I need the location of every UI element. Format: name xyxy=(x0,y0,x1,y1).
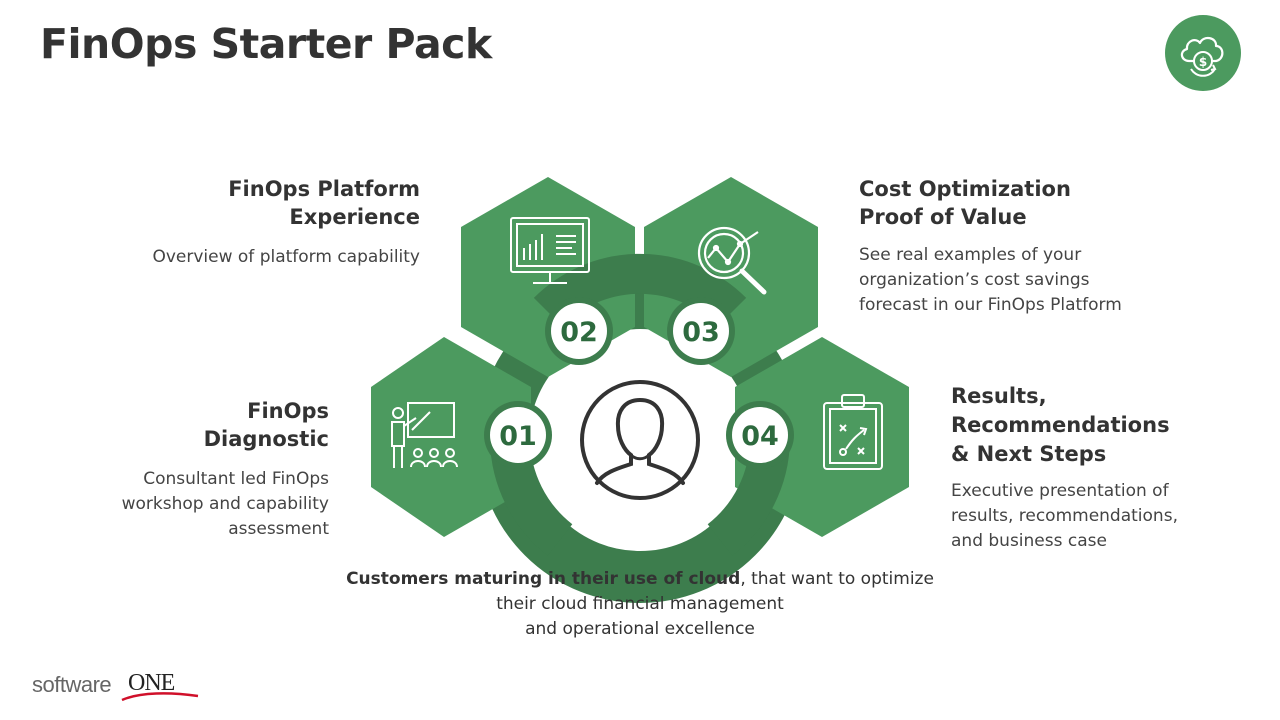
step-number-03: 03 xyxy=(682,317,720,348)
clipboard-strategy-icon xyxy=(823,394,883,470)
audience-caption: Customers maturing in their use of cloud… xyxy=(340,567,940,642)
caption-bold: Customers maturing in their use of cloud xyxy=(346,569,741,589)
logo-suffix: ONE xyxy=(128,670,175,696)
presentation-icon xyxy=(391,402,458,468)
badge-01: 01 xyxy=(484,401,552,469)
step-01-title-line1: FinOps xyxy=(247,399,329,423)
cloud-dollar-icon: $ xyxy=(1165,15,1241,91)
step-number-02: 02 xyxy=(560,317,598,348)
step-number-01: 01 xyxy=(499,421,537,452)
step-02-title-line1: FinOps Platform xyxy=(228,177,420,201)
step-04-desc-line2: results, recommendations, xyxy=(951,506,1178,526)
step-01-desc-line2: workshop and capability xyxy=(121,494,329,514)
badge-03: 03 xyxy=(667,297,735,365)
step-01-desc-line1: Consultant led FinOps xyxy=(143,469,329,489)
step-03-title-line1: Cost Optimization xyxy=(859,177,1071,201)
step-01-desc-line3: assessment xyxy=(228,519,329,539)
page-title: FinOps Starter Pack xyxy=(40,20,492,68)
step-01-title: FinOps Diagnostic xyxy=(130,397,329,453)
step-03-title: Cost Optimization Proof of Value xyxy=(859,175,1159,231)
magnifier-chart-icon xyxy=(697,226,767,295)
step-04-title-line1: Results, xyxy=(951,384,1047,408)
step-number-04: 04 xyxy=(741,421,779,452)
step-03-desc-line1: See real examples of your xyxy=(859,245,1082,265)
logo-prefix: software xyxy=(32,672,112,697)
step-04-desc-line1: Executive presentation of xyxy=(951,481,1169,501)
step-04-desc-line3: and business case xyxy=(951,531,1107,551)
arc-top xyxy=(533,253,747,327)
step-02-description: Overview of platform capability xyxy=(152,247,420,267)
svg-text:$: $ xyxy=(1199,55,1207,69)
softwareone-logo: software ONE xyxy=(32,668,202,708)
badge-04: 04 xyxy=(726,401,794,469)
step-04-title: Results, Recommendations & Next Steps xyxy=(951,382,1251,469)
step-04-title-line3: & Next Steps xyxy=(951,442,1107,466)
person-icon xyxy=(578,378,702,502)
step-04-description: Executive presentation of results, recom… xyxy=(951,479,1251,554)
step-03-description: See real examples of your organization’s… xyxy=(859,243,1189,318)
caption-line2: and operational excellence xyxy=(525,619,755,639)
monitor-chart-icon xyxy=(510,217,590,284)
logo-swoosh xyxy=(121,692,199,702)
step-03-desc-line3: forecast in our FinOps Platform xyxy=(859,295,1122,315)
step-04-title-line2: Recommendations xyxy=(951,413,1170,437)
step-01-title-line2: Diagnostic xyxy=(203,427,329,451)
step-03-title-line2: Proof of Value xyxy=(859,205,1027,229)
step-02-title: FinOps Platform Experience xyxy=(150,175,420,231)
badge-02: 02 xyxy=(545,297,613,365)
step-03-desc-line2: organization’s cost savings xyxy=(859,270,1090,290)
step-01-description: Consultant led FinOps workshop and capab… xyxy=(60,467,329,542)
caption-line1-rest: , that want to optimize their cloud fina… xyxy=(496,569,934,614)
step-02-title-line2: Experience xyxy=(289,205,420,229)
